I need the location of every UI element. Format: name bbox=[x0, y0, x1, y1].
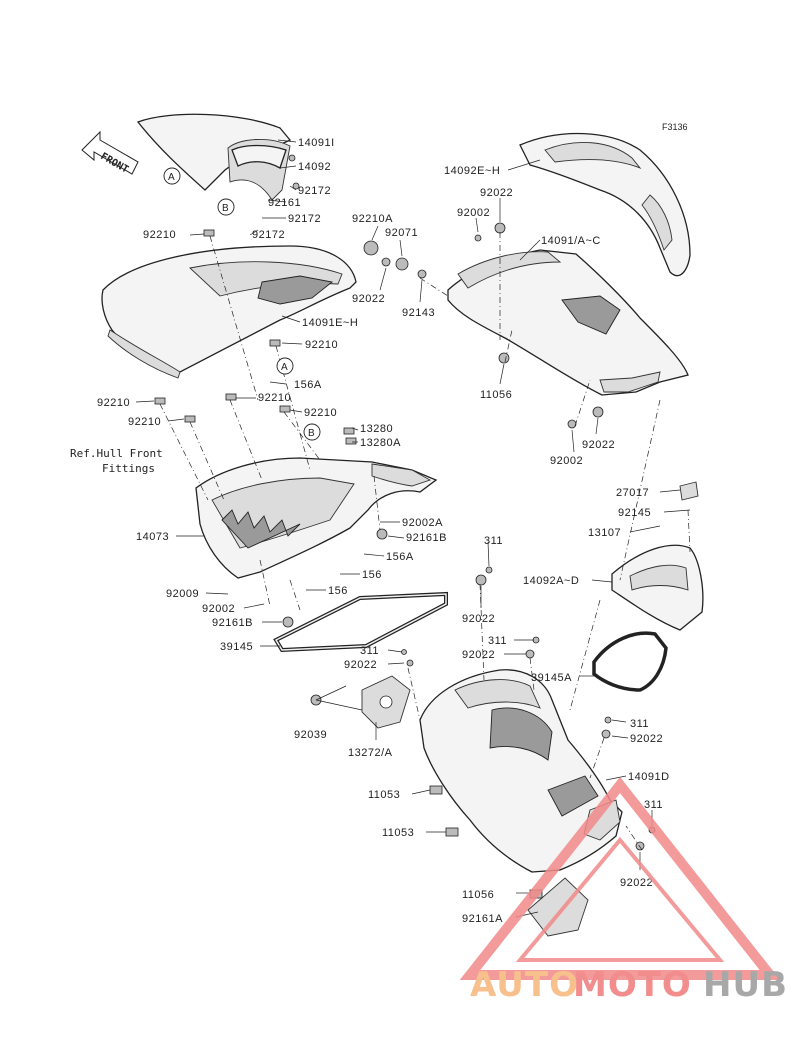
label-92210A: 92210A bbox=[352, 213, 393, 225]
bracket-13272A-shape bbox=[361, 675, 411, 729]
svg-text:A: A bbox=[281, 362, 288, 373]
label-92161B: 92161B bbox=[212, 617, 253, 629]
label-92022: 92022 bbox=[630, 733, 663, 745]
label-13107: 13107 bbox=[588, 527, 621, 539]
label-311: 311 bbox=[644, 799, 663, 811]
label-92022: 92022 bbox=[462, 613, 495, 625]
label-14092EH: 14092E~H bbox=[444, 165, 500, 177]
label-92002: 92002 bbox=[202, 603, 235, 615]
label-156A: 156A bbox=[294, 379, 322, 391]
label-14091D: 14091D bbox=[628, 771, 670, 783]
label-14091AC: 14091/A~C bbox=[541, 235, 601, 247]
label-92172: 92172 bbox=[252, 229, 285, 241]
label-311: 311 bbox=[630, 718, 649, 730]
cover-14091I-shape bbox=[136, 113, 292, 201]
label-311: 311 bbox=[360, 645, 379, 657]
label-156A: 156A bbox=[386, 551, 414, 563]
hardware-fasteners bbox=[154, 154, 656, 899]
label-13280: 13280 bbox=[360, 423, 393, 435]
side-panel-14091AC-shape bbox=[447, 249, 689, 396]
callout-b-top: B bbox=[217, 198, 235, 216]
label-156: 156 bbox=[328, 585, 348, 597]
label-92022: 92022 bbox=[480, 187, 513, 199]
assembly-lines bbox=[159, 232, 691, 851]
label-92071: 92071 bbox=[385, 227, 418, 239]
ref-note-line1: Ref.Hull Front bbox=[70, 447, 163, 460]
leader-lines bbox=[135, 139, 691, 918]
label-92002: 92002 bbox=[550, 455, 583, 467]
bracket-27017-shape bbox=[679, 481, 699, 501]
label-92172: 92172 bbox=[298, 185, 331, 197]
side-panel-14092EH-shape bbox=[519, 132, 691, 277]
label-14091I: 14091I bbox=[298, 137, 335, 149]
label-13272A: 13272/A bbox=[348, 747, 393, 759]
callout-b-mid: B bbox=[303, 423, 321, 441]
callout-a-mid: A bbox=[276, 357, 294, 375]
tray-14073-shape bbox=[195, 457, 438, 579]
dash-14091D-shape bbox=[419, 669, 623, 873]
label-92145: 92145 bbox=[618, 507, 651, 519]
svg-text:B: B bbox=[308, 428, 315, 439]
part-labels: 14091I 14092 92172 92161 92172 92172 922… bbox=[97, 137, 670, 925]
label-92022: 92022 bbox=[620, 877, 653, 889]
label-14091EH: 14091E~H bbox=[302, 317, 358, 329]
label-92022: 92022 bbox=[462, 649, 495, 661]
label-92002: 92002 bbox=[457, 207, 490, 219]
label-92002A: 92002A bbox=[402, 517, 443, 529]
label-92039: 92039 bbox=[294, 729, 327, 741]
label-92210: 92210 bbox=[143, 229, 176, 241]
label-92143: 92143 bbox=[402, 307, 435, 319]
watermark-logo: AUTO MOTO HUB bbox=[459, 776, 788, 1005]
label-311: 311 bbox=[488, 635, 507, 647]
label-156: 156 bbox=[362, 569, 382, 581]
label-11056: 11056 bbox=[480, 389, 512, 401]
label-39145: 39145 bbox=[220, 641, 253, 653]
label-13280A: 13280A bbox=[360, 437, 401, 449]
label-311: 311 bbox=[484, 535, 503, 547]
label-92022: 92022 bbox=[344, 659, 377, 671]
label-11053: 11053 bbox=[368, 789, 400, 801]
label-92210: 92210 bbox=[128, 416, 161, 428]
label-92172: 92172 bbox=[288, 213, 321, 225]
label-92161: 92161 bbox=[268, 197, 301, 209]
cover-14092AD-shape bbox=[611, 544, 704, 631]
gasket-39145-shape bbox=[273, 591, 448, 653]
svg-text:B: B bbox=[222, 203, 229, 214]
label-39145A: 39145A bbox=[531, 672, 572, 684]
ref-note-line2: Fittings bbox=[102, 462, 155, 475]
watermark-text-hub: HUB bbox=[703, 965, 788, 1005]
label-14092AD: 14092A~D bbox=[523, 575, 579, 587]
label-11053: 11053 bbox=[382, 827, 414, 839]
label-92210: 92210 bbox=[97, 397, 130, 409]
hood-14091EH-shape bbox=[101, 245, 357, 379]
label-27017: 27017 bbox=[616, 487, 649, 499]
label-14073: 14073 bbox=[136, 531, 169, 543]
label-11056: 11056 bbox=[462, 889, 494, 901]
svg-text:A: A bbox=[168, 172, 175, 183]
diagram-code: F3136 bbox=[662, 122, 688, 132]
label-92022: 92022 bbox=[352, 293, 385, 305]
watermark-text-auto: AUTO bbox=[470, 965, 579, 1005]
front-arrow-icon: FRONT bbox=[81, 130, 139, 176]
label-92022: 92022 bbox=[582, 439, 615, 451]
gasket-39145A-shape bbox=[592, 631, 668, 692]
callout-a-left: A bbox=[163, 167, 181, 185]
label-92210: 92210 bbox=[304, 407, 337, 419]
label-92161A: 92161A bbox=[462, 913, 503, 925]
label-14092: 14092 bbox=[298, 161, 331, 173]
label-92210: 92210 bbox=[305, 339, 338, 351]
label-92009: 92009 bbox=[166, 588, 199, 600]
label-92161B: 92161B bbox=[406, 532, 447, 544]
watermark-text-moto: MOTO bbox=[573, 965, 692, 1005]
label-92210: 92210 bbox=[258, 392, 291, 404]
